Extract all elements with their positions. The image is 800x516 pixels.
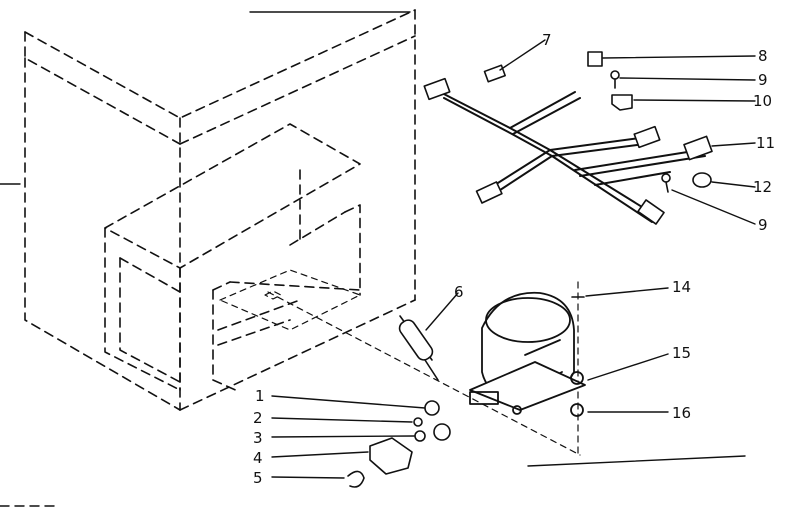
callout-5: 5	[253, 469, 263, 487]
callout-8: 8	[758, 47, 768, 65]
part-1-relay	[424, 400, 440, 416]
callout-labels: 1 2 3 4 5 6 7 8 9 10 11 12 9 14 15 16	[253, 31, 775, 487]
part-8-cap	[587, 51, 603, 67]
harness-connectors	[423, 77, 713, 225]
part-10-clip	[611, 94, 633, 111]
callout-4: 4	[253, 449, 263, 467]
margin-ticks	[0, 11, 411, 507]
callout-15: 15	[672, 344, 691, 362]
part-9-screw	[610, 70, 620, 89]
callout-16: 16	[672, 404, 691, 422]
cabinet-outline	[24, 9, 416, 411]
callout-6: 6	[454, 283, 464, 301]
compartment-base-plate	[219, 269, 361, 331]
part-12-clamp	[692, 172, 712, 188]
part-4-cover	[369, 437, 413, 475]
part-7-wire-connector	[483, 64, 506, 83]
callout-9-lower: 9	[758, 216, 768, 234]
callout-7: 7	[542, 31, 552, 49]
centerline	[267, 281, 581, 456]
callout-9: 9	[758, 71, 768, 89]
leader-lines	[271, 39, 756, 479]
part-9b-screw	[661, 173, 671, 193]
part-6-drier	[398, 315, 439, 381]
callout-10: 10	[753, 92, 772, 110]
callout-11: 11	[756, 134, 775, 152]
part-2-overload	[413, 417, 423, 427]
part-3-terminal	[414, 423, 451, 442]
compressor	[469, 291, 586, 417]
callout-12: 12	[753, 178, 772, 196]
wiring-harness	[439, 91, 706, 223]
callout-14: 14	[672, 278, 691, 296]
callout-1: 1	[255, 387, 265, 405]
callout-2: 2	[253, 409, 263, 427]
callout-3: 3	[253, 429, 263, 447]
ground-line	[527, 455, 746, 467]
part-5-clip	[347, 470, 365, 488]
